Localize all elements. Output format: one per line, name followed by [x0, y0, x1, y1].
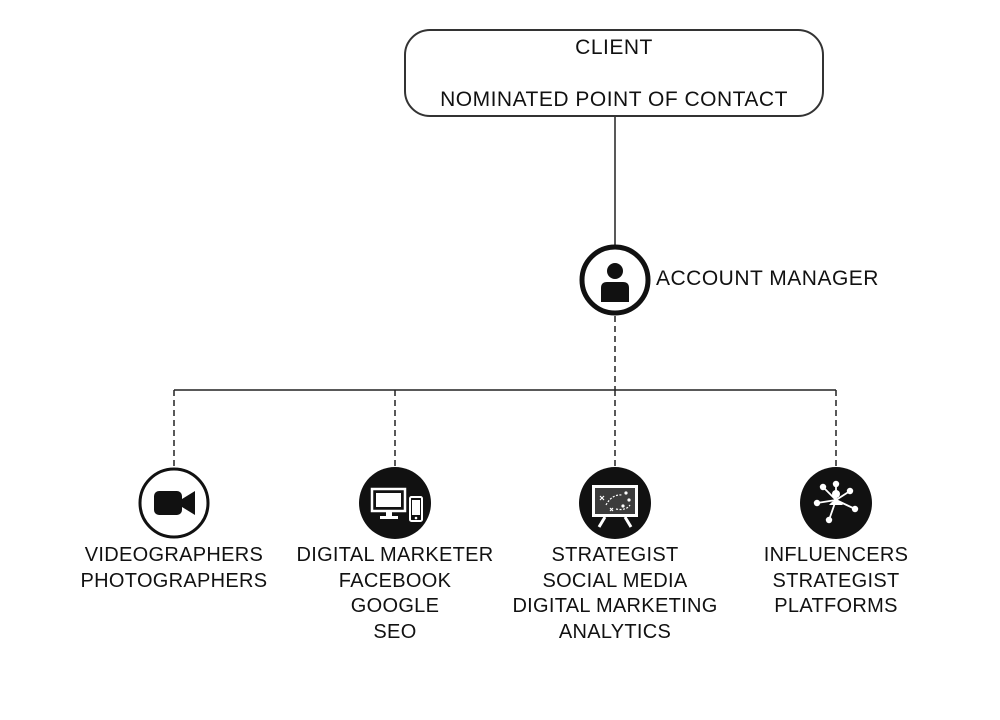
strategy-board-icon — [579, 467, 651, 539]
team-digital-marketer: DIGITAL MARKETER FACEBOOK GOOGLE SEO — [275, 543, 515, 645]
team-strategist: STRATEGIST SOCIAL MEDIA DIGITAL MARKETIN… — [495, 543, 735, 645]
team-line: INFLUENCERS — [763, 544, 909, 566]
team-line: PHOTOGRAPHERS — [80, 569, 268, 592]
team-videographers: VIDEOGRAPHERS PHOTOGRAPHERS — [54, 543, 294, 594]
video-camera-icon — [138, 467, 210, 539]
client-title: CLIENT — [575, 36, 653, 59]
team-line: FACEBOOK — [338, 569, 452, 592]
team-line: DIGITAL MARKETER — [296, 544, 494, 566]
team-line: SOCIAL MEDIA — [542, 569, 688, 592]
computer-devices-icon — [359, 467, 431, 539]
team-line: PLATFORMS — [774, 595, 898, 617]
team-line: ANALYTICS — [558, 620, 672, 643]
team-line: DIGITAL MARKETING — [512, 595, 718, 617]
client-subtitle: NOMINATED POINT OF CONTACT — [440, 88, 788, 111]
team-line: GOOGLE — [350, 595, 440, 617]
network-icon — [800, 467, 872, 539]
person-icon — [579, 244, 651, 316]
team-line: SEO — [373, 620, 417, 643]
team-line: VIDEOGRAPHERS — [84, 544, 264, 566]
client-box: CLIENT NOMINATED POINT OF CONTACT — [404, 29, 824, 117]
account-manager-label: ACCOUNT MANAGER — [656, 267, 879, 290]
team-line: STRATEGIST — [551, 544, 679, 566]
team-line: STRATEGIST — [772, 569, 900, 592]
team-influencers: INFLUENCERS STRATEGIST PLATFORMS — [716, 543, 956, 620]
